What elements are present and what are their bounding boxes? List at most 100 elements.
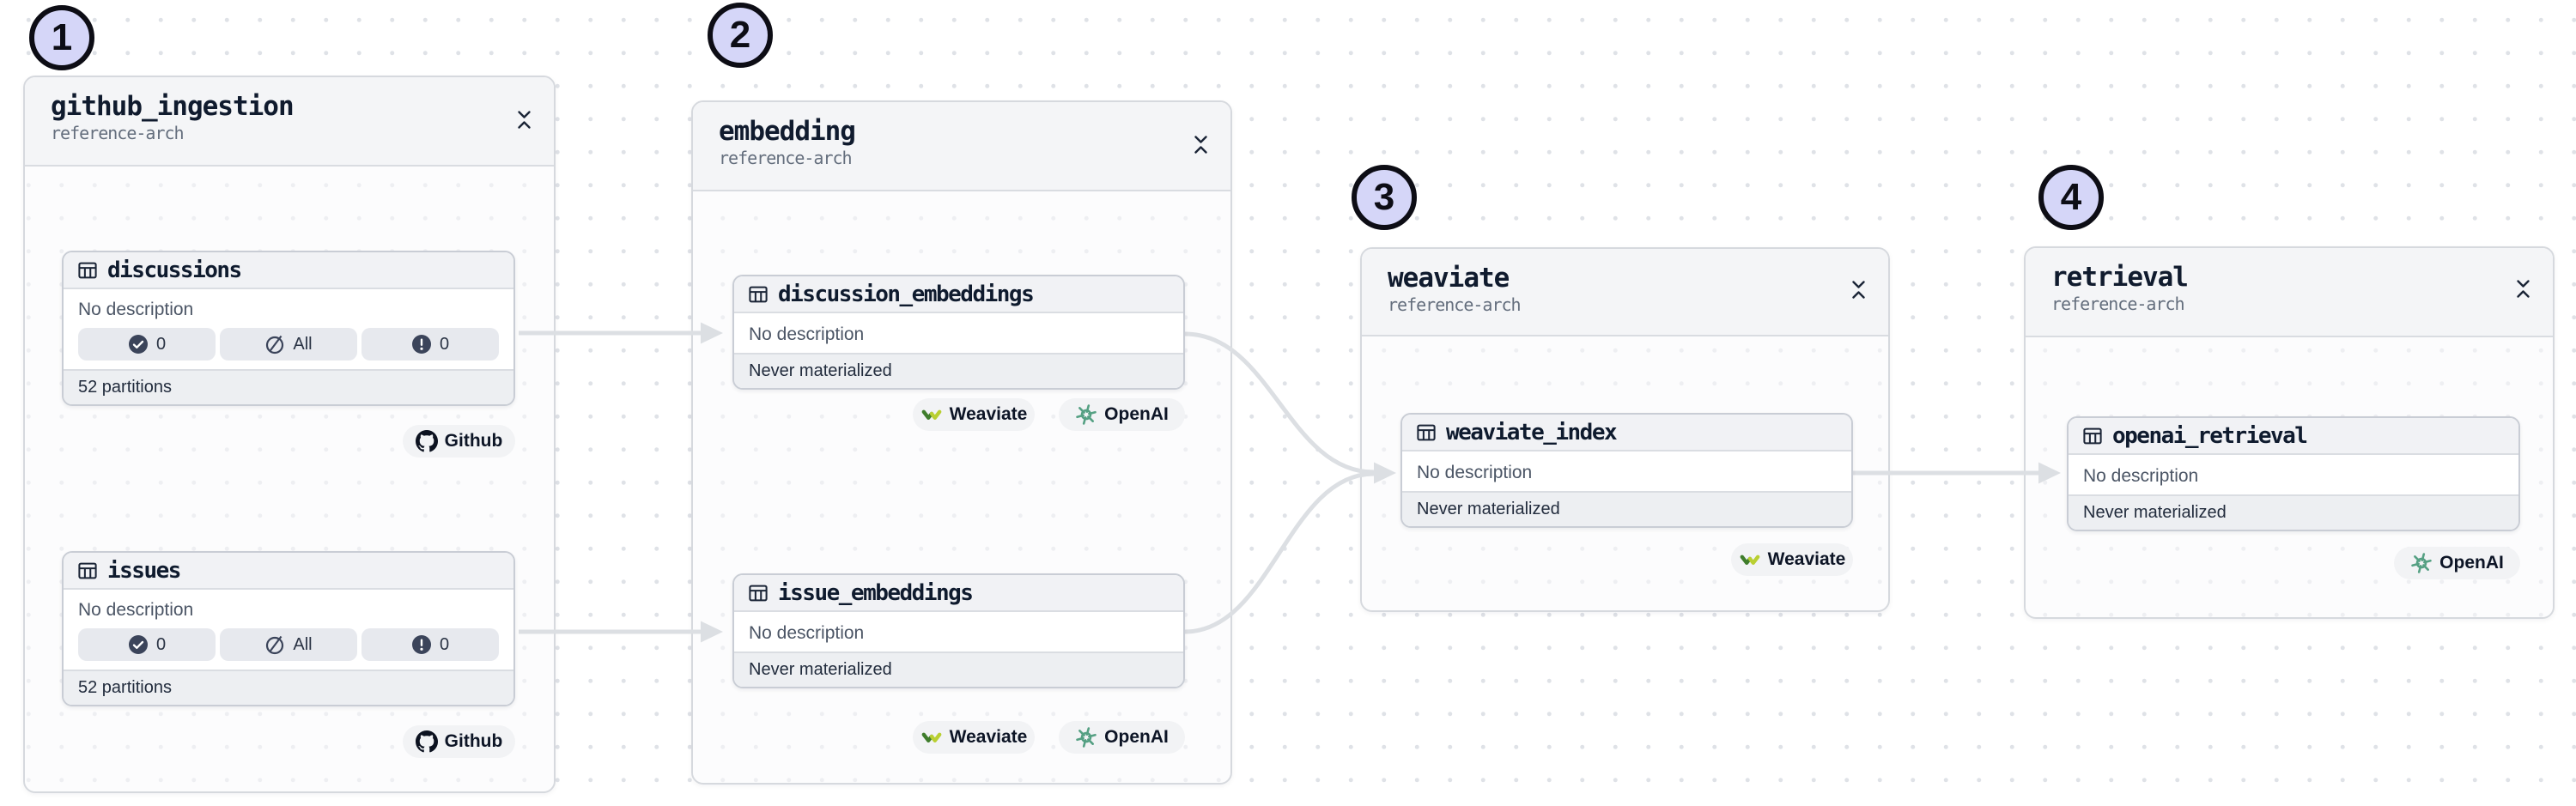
check-circle-icon [128,335,148,354]
table-icon [749,286,768,302]
group-title: embedding [719,116,856,147]
asset-name: openai_retrieval [2112,422,2308,449]
github-icon [415,730,438,753]
asset-node-openai-retrieval[interactable]: openai_retrieval No description Never ma… [2067,416,2520,531]
tag-label: Weaviate [949,727,1028,747]
group-header-retrieval[interactable]: retrieval reference-arch [2026,248,2553,337]
group-subtitle: reference-arch [719,148,853,168]
group-title: weaviate [1388,263,1510,294]
collapse-group-icon[interactable] [517,110,532,130]
tag-label: OpenAI [1104,727,1169,747]
tag-label: Weaviate [949,404,1028,424]
table-icon [749,585,768,601]
asset-node-issue-embeddings[interactable]: issue_embeddings No description Never ma… [732,573,1185,688]
slash-circle-icon [266,335,284,355]
openai-icon [1076,727,1097,748]
missing-count: All [293,634,313,654]
asset-status: Never materialized [734,353,1183,388]
asset-description: No description [734,313,1183,356]
missing-count-pill: All [220,628,357,661]
collapse-group-icon[interactable] [2516,279,2530,299]
asset-node-discussion-embeddings[interactable]: discussion_embeddings No description Nev… [732,275,1185,390]
step-number: 4 [2060,176,2082,218]
openai-icon [2411,553,2432,573]
materialized-count: 0 [155,334,167,354]
asset-partitions-footer: 52 partitions [64,670,513,705]
alert-circle-icon [411,635,431,654]
collapse-group-icon[interactable] [1851,280,1866,300]
slash-circle-icon [266,635,284,655]
group-subtitle: reference-arch [1388,294,1522,315]
step-badge-3: 3 [1352,165,1417,230]
table-icon [78,562,97,579]
asset-description: No description [2069,455,2518,498]
tag-weaviate[interactable]: Weaviate [1731,543,1853,576]
failed-count-pill: 0 [361,328,499,361]
missing-count: All [293,334,313,354]
alert-circle-icon [411,335,431,354]
asset-partitions-footer: 52 partitions [64,369,513,404]
asset-name: issues [107,557,181,584]
tag-openai[interactable]: OpenAI [1059,398,1185,431]
asset-status: Never materialized [2069,494,2518,530]
edge-issue-embeddings-to-weaviate-index [1184,471,1375,634]
table-icon [78,262,97,278]
materialized-count: 0 [155,634,167,654]
tag-label: Github [444,731,503,751]
tag-weaviate[interactable]: Weaviate [913,721,1035,754]
tag-label: Github [444,431,503,451]
arrowhead [1374,462,1396,484]
materialized-count-pill: 0 [78,328,216,361]
group-title: retrieval [2051,262,2189,293]
tag-openai[interactable]: OpenAI [1059,721,1185,754]
asset-name: weaviate_index [1446,419,1618,445]
check-circle-icon [128,635,148,654]
materialized-count-pill: 0 [78,628,216,661]
asset-description: No description [1402,451,1851,494]
group-title: github_ingestion [51,91,295,122]
weaviate-icon [921,409,942,420]
asset-status: Never materialized [1402,491,1851,526]
group-header-embedding[interactable]: embedding reference-arch [693,102,1230,191]
table-icon [2083,427,2102,444]
tag-github[interactable]: Github [403,425,515,458]
asset-node-weaviate-index[interactable]: weaviate_index No description Never mate… [1400,413,1853,528]
tag-github[interactable]: Github [403,725,515,758]
group-subtitle: reference-arch [51,123,185,143]
tag-weaviate[interactable]: Weaviate [913,398,1035,431]
tag-label: OpenAI [1104,404,1169,424]
group-header-github-ingestion[interactable]: github_ingestion reference-arch [25,77,554,167]
weaviate-icon [921,732,942,742]
table-icon [1417,424,1436,440]
openai-icon [1076,404,1097,425]
tag-openai[interactable]: OpenAI [2394,547,2520,579]
tag-label: Weaviate [1767,549,1846,569]
asset-description: No description [734,612,1183,655]
tag-label: OpenAI [2439,553,2504,573]
asset-description: No description [64,590,513,630]
edge-discussion-embeddings-to-weaviate-index [1184,331,1375,475]
failed-count: 0 [439,334,450,354]
step-number: 2 [729,14,751,56]
failed-count: 0 [439,634,450,654]
asset-name: discussions [107,257,242,283]
github-icon [415,430,438,452]
failed-count-pill: 0 [361,628,499,661]
arrowhead [701,322,723,344]
step-number: 3 [1373,176,1395,218]
group-subtitle: reference-arch [2051,294,2185,314]
asset-description: No description [64,289,513,330]
missing-count-pill: All [220,328,357,361]
collapse-group-icon[interactable] [1194,135,1208,155]
step-badge-2: 2 [708,3,773,68]
step-badge-1: 1 [29,5,94,70]
group-header-weaviate[interactable]: weaviate reference-arch [1362,249,1888,336]
arrowhead [2038,462,2061,484]
step-number: 1 [51,16,73,58]
asset-name: discussion_embeddings [778,281,1035,307]
asset-status: Never materialized [734,651,1183,687]
arrowhead [701,621,723,643]
step-badge-4: 4 [2038,165,2104,230]
